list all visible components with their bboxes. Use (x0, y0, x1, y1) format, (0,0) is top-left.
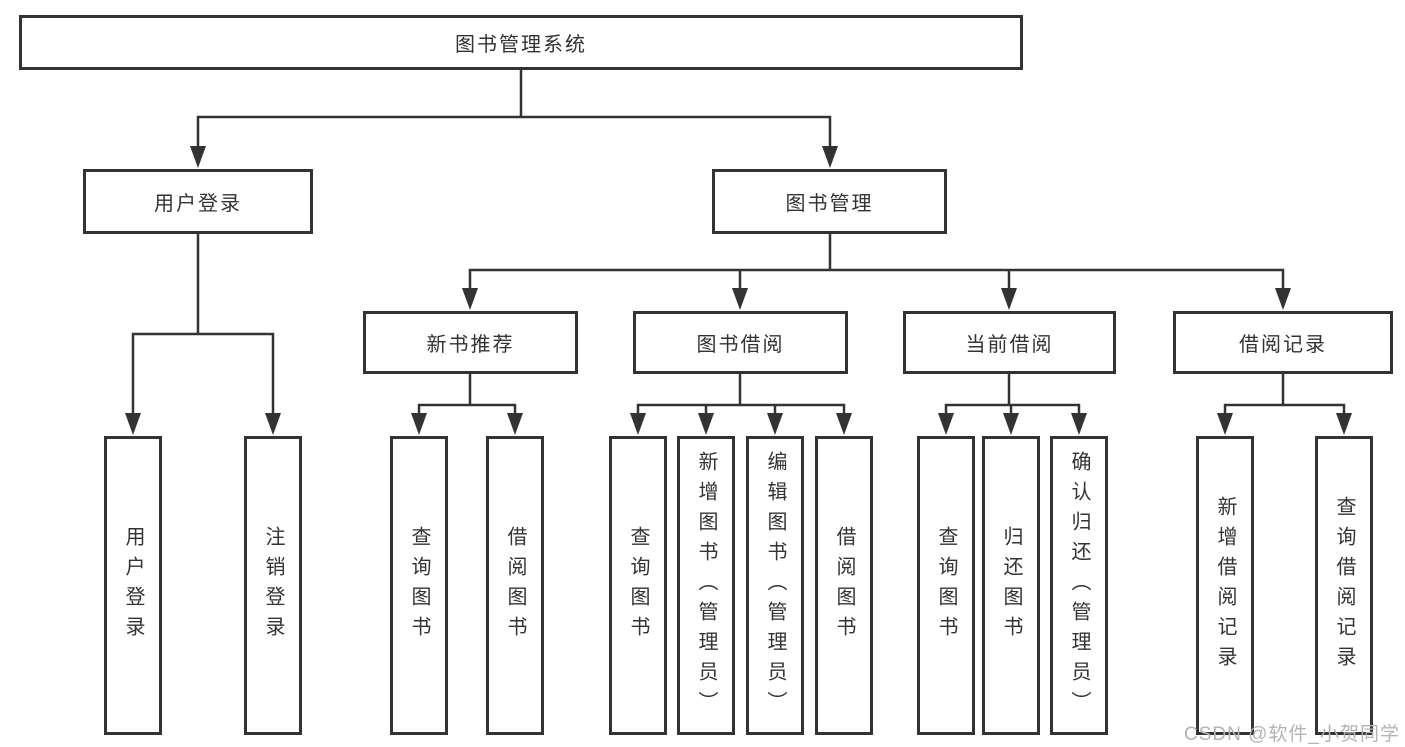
leaf-add-borrow-record-label: 新增借阅记录 (1214, 495, 1236, 676)
leaf-borrow-books-recommend: 借阅图书 (486, 436, 544, 735)
leaf-confirm-return-admin-label: 确认归还（管理员） (1068, 450, 1090, 721)
leaf-query-books-current-label: 查询图书 (935, 525, 957, 646)
node-borrowing-records: 借阅记录 (1173, 311, 1393, 374)
leaf-edit-books-admin-label: 编辑图书（管理员） (764, 450, 786, 721)
leaf-add-books-admin: 新增图书（管理员） (677, 436, 735, 735)
leaf-confirm-return-admin: 确认归还（管理员） (1050, 436, 1108, 735)
node-library-system: 图书管理系统 (19, 15, 1023, 70)
leaf-query-borrow-record: 查询借阅记录 (1315, 436, 1373, 735)
leaf-return-books: 归还图书 (982, 436, 1040, 735)
leaf-logout: 注销登录 (244, 436, 302, 735)
leaf-borrow-books-borrowing: 借阅图书 (815, 436, 873, 735)
node-new-book-recommend: 新书推荐 (363, 311, 578, 374)
node-user-login-label: 用户登录 (154, 193, 242, 215)
leaf-add-books-admin-label: 新增图书（管理员） (695, 450, 717, 721)
node-user-login: 用户登录 (83, 169, 313, 234)
leaf-query-books-current: 查询图书 (917, 436, 975, 735)
leaf-query-books-borrowing-label: 查询图书 (627, 525, 649, 646)
node-book-borrowing: 图书借阅 (633, 311, 848, 374)
leaf-user-login: 用户登录 (104, 436, 162, 735)
leaf-return-books-label: 归还图书 (1000, 525, 1022, 646)
leaf-user-login-label: 用户登录 (122, 525, 144, 646)
leaf-borrow-books-borrowing-label: 借阅图书 (833, 525, 855, 646)
csdn-watermark: CSDN @软件_小贺同学 (1184, 724, 1400, 745)
node-book-borrowing-label: 图书借阅 (696, 334, 785, 356)
leaf-query-books-borrowing: 查询图书 (609, 436, 667, 735)
leaf-logout-label: 注销登录 (262, 525, 284, 646)
node-book-management-label: 图书管理 (785, 193, 874, 215)
leaf-add-borrow-record: 新增借阅记录 (1196, 436, 1254, 735)
node-book-management: 图书管理 (712, 169, 947, 234)
node-new-book-recommend-label: 新书推荐 (426, 334, 515, 356)
leaf-edit-books-admin: 编辑图书（管理员） (746, 436, 804, 735)
leaf-query-books-recommend-label: 查询图书 (408, 525, 430, 646)
leaf-query-books-recommend: 查询图书 (390, 436, 448, 735)
leaf-query-borrow-record-label: 查询借阅记录 (1333, 495, 1355, 676)
node-library-system-label: 图书管理系统 (455, 34, 587, 56)
node-current-borrowing: 当前借阅 (903, 311, 1116, 374)
leaf-borrow-books-recommend-label: 借阅图书 (504, 525, 526, 646)
node-borrowing-records-label: 借阅记录 (1239, 334, 1327, 356)
node-current-borrowing-label: 当前借阅 (965, 334, 1054, 356)
